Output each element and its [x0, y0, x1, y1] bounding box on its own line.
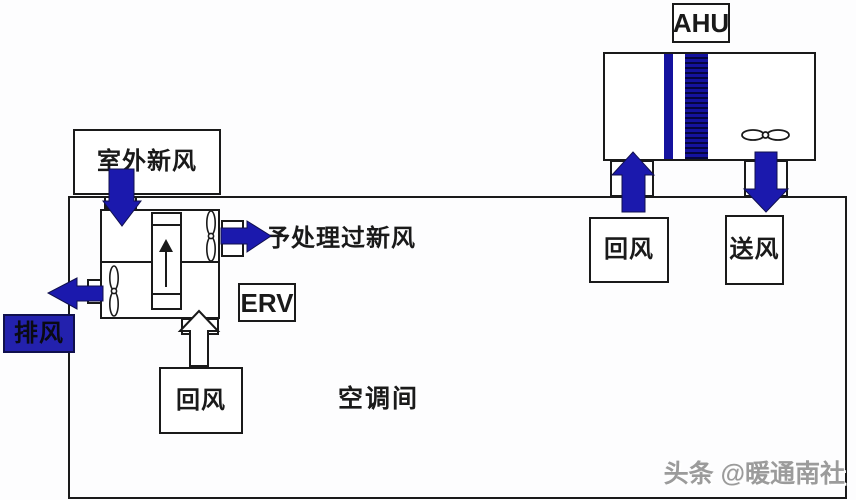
erv-label: ERV — [240, 287, 294, 318]
ahu-return-duct — [610, 160, 654, 197]
outdoor-fresh-air-label-box: 室外新风 — [73, 129, 221, 195]
pretreated-fresh-air-label: 予处理过新风 — [266, 225, 416, 252]
ahu-filter-bar — [664, 54, 673, 159]
erv-exhaust-duct — [87, 279, 102, 304]
exhaust-air-label: 排风 — [14, 319, 64, 347]
outdoor-fresh-air-label: 室外新风 — [97, 148, 197, 175]
erv-label-box: ERV — [238, 283, 296, 322]
ahu-supply-air-label: 送风 — [729, 236, 780, 263]
erv-heat-exchanger-core — [151, 212, 182, 310]
ahu-label-box: AHU — [672, 3, 730, 43]
erv-return-duct — [181, 318, 219, 335]
room-label: 空调间 — [338, 385, 420, 413]
ahu-return-air-label: 回风 — [604, 236, 654, 263]
core-segment-line — [151, 224, 182, 226]
core-segment-line — [151, 293, 182, 295]
erv-return-air-label: 回风 — [176, 386, 226, 414]
ahu-supply-air-box: 送风 — [725, 215, 784, 285]
erv-supply-duct — [221, 220, 244, 257]
ahu-unit — [603, 52, 816, 161]
ahu-supply-duct — [744, 160, 788, 197]
ahu-coil-bar — [685, 54, 708, 159]
ahu-label: AHU — [672, 8, 730, 38]
erv-return-air-box: 回风 — [159, 367, 243, 434]
ahu-return-air-box: 回风 — [589, 217, 669, 283]
watermark-text: 头条 @暖通南社 — [663, 460, 845, 488]
exhaust-air-label-box: 排风 — [3, 314, 75, 353]
